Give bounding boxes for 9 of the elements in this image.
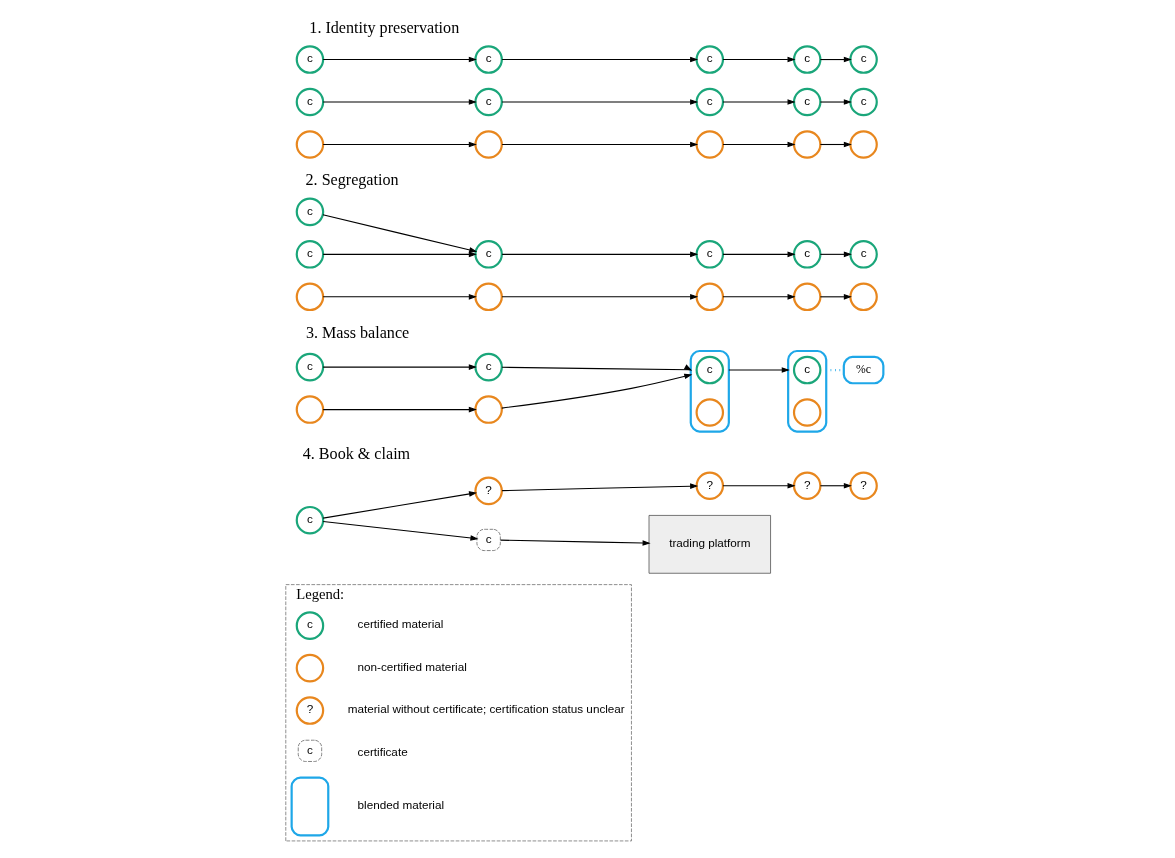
node-label: certified material [357,617,444,631]
label: 3. Mass balance [305,323,410,341]
node-label: non-certified material [357,659,467,673]
node-label: blended material [357,798,445,812]
label: 4. Book & claim [302,445,411,463]
label: 1. Identity preservation [309,18,460,36]
node-label: material without certificate; certification status unclear [347,702,625,716]
node-label: certificate [357,744,408,758]
label: 2. Segregation [305,171,399,189]
